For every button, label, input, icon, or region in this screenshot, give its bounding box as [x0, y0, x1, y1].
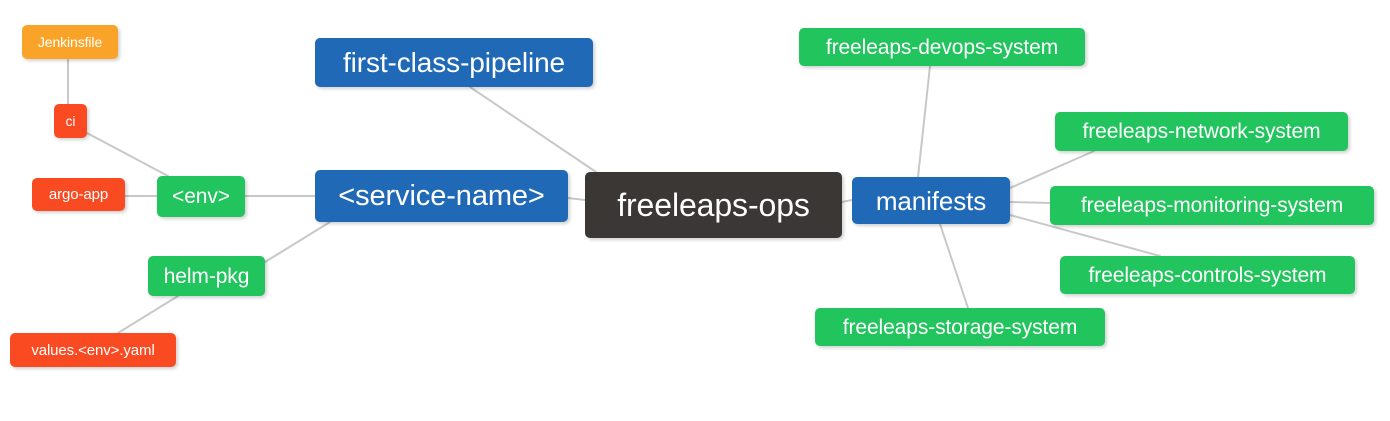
edge-manifests-to-freeleaps-devops-system	[917, 65, 931, 178]
edge-freeleaps-ops-to-service-name	[567, 197, 586, 201]
node-freeleaps-devops-system[interactable]: freeleaps-devops-system	[799, 28, 1085, 66]
node-label-freeleaps-network-system: freeleaps-network-system	[1082, 120, 1321, 143]
edge-manifests-to-freeleaps-storage-system	[939, 223, 969, 309]
node-label-service-name: <service-name>	[338, 179, 545, 212]
node-label-freeleaps-controls-system: freeleaps-controls-system	[1088, 263, 1327, 287]
node-label-first-class-pipeline: first-class-pipeline	[342, 46, 566, 78]
node-first-class-pipeline[interactable]: first-class-pipeline	[315, 38, 593, 87]
node-label-freeleaps-monitoring-system: freeleaps-monitoring-system	[1080, 194, 1344, 217]
node-values-env-yaml[interactable]: values.<env>.yaml	[10, 333, 176, 367]
node-ci[interactable]: ci	[54, 104, 87, 138]
node-label-freeleaps-storage-system: freeleaps-storage-system	[842, 315, 1078, 339]
node-freeleaps-monitoring-system[interactable]: freeleaps-monitoring-system	[1050, 186, 1374, 225]
node-label-jenkinsfile: Jenkinsfile	[37, 34, 103, 50]
edge-env-to-ci	[86, 132, 169, 177]
node-helm-pkg[interactable]: helm-pkg	[148, 256, 265, 296]
node-freeleaps-storage-system[interactable]: freeleaps-storage-system	[815, 308, 1105, 346]
node-freeleaps-network-system[interactable]: freeleaps-network-system	[1055, 112, 1348, 151]
node-label-argo-app: argo-app	[48, 186, 109, 203]
node-env[interactable]: <env>	[157, 176, 245, 217]
node-freeleaps-controls-system[interactable]: freeleaps-controls-system	[1060, 256, 1355, 294]
node-label-env: <env>	[172, 185, 230, 208]
edge-freeleaps-ops-to-manifests	[841, 199, 853, 203]
node-service-name[interactable]: <service-name>	[315, 170, 568, 222]
edge-helm-pkg-to-values-env-yaml	[117, 295, 179, 334]
edge-service-name-to-helm-pkg	[264, 221, 331, 263]
edge-freeleaps-ops-to-first-class-pipeline	[469, 86, 597, 173]
edge-manifests-to-freeleaps-network-system	[1009, 150, 1095, 189]
node-argo-app[interactable]: argo-app	[32, 178, 125, 211]
node-label-values-env-yaml: values.<env>.yaml	[31, 341, 155, 359]
node-freeleaps-ops[interactable]: freeleaps-ops	[585, 172, 842, 238]
node-label-manifests: manifests	[875, 185, 987, 216]
edge-manifests-to-freeleaps-monitoring-system	[1009, 201, 1051, 204]
node-jenkinsfile[interactable]: Jenkinsfile	[22, 25, 118, 59]
node-label-freeleaps-devops-system: freeleaps-devops-system	[825, 35, 1059, 59]
node-label-ci: ci	[65, 113, 76, 129]
node-label-helm-pkg: helm-pkg	[163, 264, 250, 288]
node-label-freeleaps-ops: freeleaps-ops	[617, 187, 810, 223]
node-manifests[interactable]: manifests	[852, 177, 1010, 224]
